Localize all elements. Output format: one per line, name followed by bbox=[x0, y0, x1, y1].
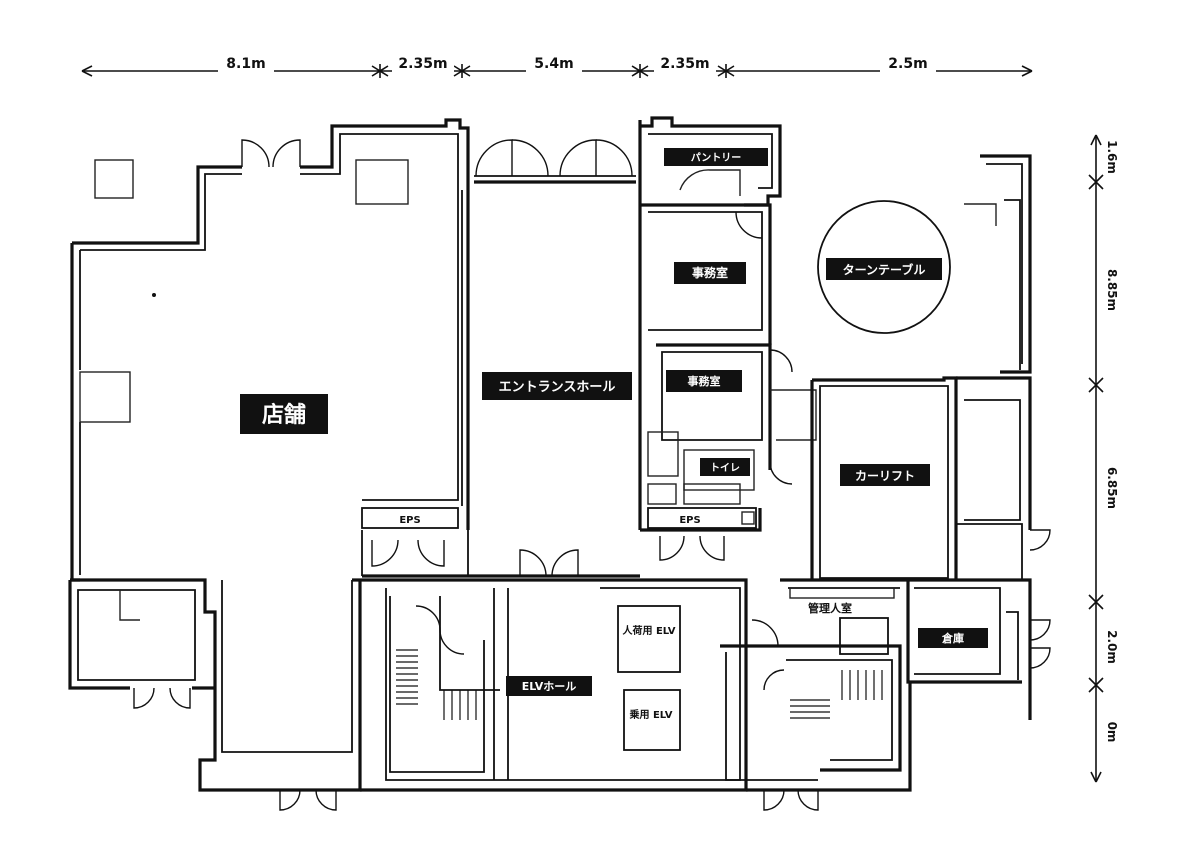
storage-label: 倉庫 bbox=[941, 631, 964, 645]
office-column: パントリー 事務室 事務室 トイレ EPS bbox=[640, 116, 817, 561]
manager-area: 管理人室 倉庫 bbox=[720, 578, 1032, 811]
top-dimension: 8.1m 2.35m 5.4m 2.35m 2.5m bbox=[81, 54, 1033, 78]
core-area: ELVホール 人荷用 ELV 乗用 ELV bbox=[133, 578, 748, 811]
shop-top-doors bbox=[241, 139, 301, 168]
dim-top-3: 5.4m bbox=[534, 56, 573, 72]
eps-mid-label: EPS bbox=[679, 515, 700, 526]
right-dimension: 1.6m 8.85m 6.85m 2.0m 0m bbox=[1088, 134, 1119, 783]
elevator-hall-label: ELVホール bbox=[522, 680, 577, 693]
left-staircase bbox=[396, 649, 477, 720]
passenger-elv-label: 乗用 ELV bbox=[628, 708, 672, 721]
dim-top-5: 2.5m bbox=[888, 56, 927, 72]
dim-right-3: 6.85m bbox=[1105, 467, 1119, 509]
manager-room-label: 管理人室 bbox=[808, 601, 852, 615]
entrance-hall-area: エントランスホール bbox=[361, 120, 642, 578]
right-staircase bbox=[790, 670, 883, 719]
car-lift-label: カーリフト bbox=[855, 469, 915, 483]
dim-top-2: 2.35m bbox=[398, 56, 447, 72]
dim-right-5: 0m bbox=[1105, 722, 1119, 743]
office-upper-label: 事務室 bbox=[692, 265, 728, 280]
dim-right-2: 8.85m bbox=[1105, 269, 1119, 311]
toilet-label: トイレ bbox=[710, 462, 740, 474]
pantry-label: パントリー bbox=[691, 152, 742, 164]
car-area: ターンテーブル カーリフト bbox=[810, 154, 1051, 669]
cargo-elv-label: 人荷用 ELV bbox=[622, 624, 675, 637]
dim-right-4: 2.0m bbox=[1105, 630, 1119, 664]
dim-top-1: 8.1m bbox=[226, 56, 265, 72]
entrance-hall-label: エントランスホール bbox=[499, 380, 616, 395]
dim-right-1: 1.6m bbox=[1105, 140, 1119, 174]
shop-area: EPS 店舗 bbox=[68, 118, 470, 792]
eps-left-label: EPS bbox=[399, 515, 420, 526]
office-lower-label: 事務室 bbox=[688, 374, 721, 388]
shop-label: 店舗 bbox=[262, 402, 306, 428]
dim-top-4: 2.35m bbox=[660, 56, 709, 72]
turntable-label: ターンテーブル bbox=[843, 262, 926, 277]
